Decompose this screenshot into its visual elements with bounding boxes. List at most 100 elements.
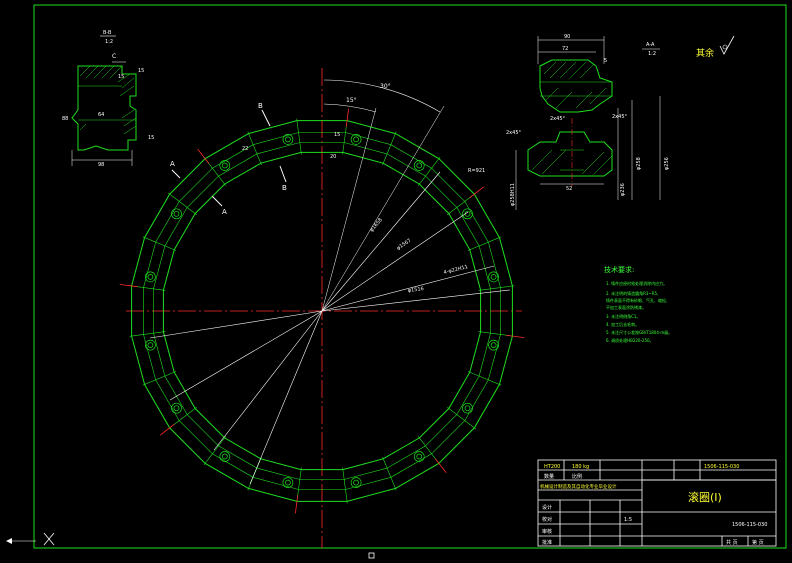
- segment-joint: [447, 406, 477, 430]
- ucs-axis-icon: [6, 532, 55, 546]
- segment-joint: [382, 131, 397, 166]
- bolt-hole: [416, 162, 423, 169]
- drawing-border: [33, 4, 787, 549]
- bb-dim-2: 15: [138, 68, 144, 74]
- segment-joint: [203, 436, 227, 466]
- tb-scale-label: 比例: [572, 473, 582, 480]
- dim-20: 20: [330, 154, 336, 160]
- section-marker-a-bottom: A: [222, 208, 227, 216]
- section-aa-upper-profile: [539, 59, 613, 113]
- bolt-hole: [171, 208, 182, 220]
- bb-dim-5: 98: [98, 162, 104, 168]
- bolt-hole: [221, 162, 228, 169]
- tech-item-1: 1. 铸件应经时效处理消除内应力。: [606, 280, 667, 286]
- joint-centerline: [506, 334, 525, 338]
- tb-school: 机械设计制造及其自动化专业毕业设计: [540, 483, 617, 490]
- segment-joint: [382, 456, 397, 491]
- bolt-hole: [488, 339, 499, 351]
- bolt-hole: [416, 453, 423, 460]
- joint-centerline: [119, 284, 138, 288]
- bolt-hole: [462, 208, 473, 220]
- bolt-hole: [221, 453, 228, 460]
- aa-dim-90: 90: [564, 34, 570, 40]
- aa-dim-phi236: φ236: [620, 183, 626, 196]
- tech-item-7: 5. 未注尺寸公差按GB/T1804-m级。: [606, 329, 672, 335]
- bolt-hole: [219, 160, 231, 171]
- section-aa-label: A-A: [646, 42, 655, 48]
- tb-drawing-no-2: 1506-115-030: [732, 522, 767, 528]
- section-bb-detail: B-B 1:2 C 15 15 64 88 98 15: [62, 30, 154, 168]
- bolt-hole: [282, 477, 294, 488]
- section-aa-upper-hatch: [543, 61, 607, 109]
- dim-15: 15: [334, 132, 340, 138]
- dim-r921: R=921: [468, 168, 485, 174]
- tech-item-2: 2. 未注明的铸造圆角R3~R5,: [606, 290, 658, 296]
- section-aa-scale: 1:2: [648, 51, 656, 57]
- segment-joint: [467, 371, 502, 386]
- bolt-hole: [488, 271, 499, 283]
- section-aa-lower-profile: [527, 131, 613, 177]
- tech-item-6: 4. 加工后去毛刺。: [606, 321, 639, 327]
- segment-joint: [417, 156, 441, 186]
- bolt-hole: [145, 339, 156, 351]
- aa-dim-72: 72: [562, 46, 568, 52]
- bolt-hole: [353, 136, 359, 143]
- bb-dim-1: 15: [118, 74, 124, 80]
- bolt-hole: [413, 160, 425, 171]
- technical-requirements: 技术要求: 1. 铸件应经时效处理消除内应力。 2. 未注明的铸造圆角R3~R5…: [604, 265, 672, 343]
- segment-joint: [167, 192, 197, 216]
- bolt-hole: [145, 271, 156, 283]
- main-ring-view: 30° 15° B B A A 15 20 22 R=921 φ1658 φ15…: [119, 68, 525, 548]
- aa-dim-phi256: φ256: [664, 157, 670, 170]
- segment-joint: [142, 236, 177, 251]
- section-aa-detail: A-A 1:2 90 72 5 2x45° 2x45°: [506, 34, 670, 210]
- aa-dim-5: 5: [604, 58, 607, 64]
- aa-dim-phi258: φ258: [636, 157, 642, 170]
- section-bb-profile: [71, 65, 137, 151]
- bolt-hole: [490, 274, 497, 280]
- segment-marks: [119, 108, 525, 514]
- tech-item-8: 6. 调质处理HB220-250。: [606, 337, 654, 343]
- segment-joint: [247, 131, 262, 166]
- tb-part-name: 滚圈(I): [688, 490, 722, 504]
- section-marker-b-top: B: [258, 102, 263, 110]
- tb-weight: 180 kg: [572, 464, 589, 470]
- bolt-hole: [219, 451, 231, 462]
- segment-joint: [467, 236, 502, 251]
- joint-centerline: [197, 148, 210, 164]
- angle-label-15: 15°: [346, 97, 357, 104]
- bolt-hole: [147, 342, 154, 348]
- bb-dim-4: 88: [62, 116, 68, 122]
- dim-4-phi22h11: 4-φ22H11: [443, 264, 468, 276]
- tb-material: HT200: [544, 464, 560, 470]
- section-bb-hatch: [79, 65, 137, 135]
- section-bb-label: B-B: [103, 30, 112, 36]
- surface-note-text: 其余: [696, 47, 714, 59]
- bottom-marker: [368, 552, 375, 559]
- segment-joint: [342, 467, 348, 504]
- dim-22: 22: [242, 146, 248, 152]
- tb-drawing-no: 1506-115-030: [704, 464, 739, 470]
- radial-dimension-lines: [149, 171, 511, 485]
- joint-centerline: [345, 108, 349, 127]
- bolt-hole: [462, 402, 473, 414]
- bolt-hole: [173, 210, 180, 217]
- segment-joint: [478, 285, 515, 291]
- tb-footer-sheet: 第 页: [752, 539, 764, 546]
- dim-phi1516: φ1516: [408, 286, 425, 294]
- angle-label-30: 30°: [380, 83, 391, 90]
- joint-centerline: [159, 423, 175, 436]
- bolt-hole: [413, 451, 425, 462]
- aa-dim-chamfer-2: 2x45°: [506, 130, 522, 136]
- section-bb-scale: 1:2: [105, 39, 113, 45]
- bolt-hole: [464, 405, 471, 412]
- segment-joint: [129, 331, 166, 337]
- tech-item-4: 不加工表面涂防锈漆。: [606, 304, 646, 310]
- aa-dim-chamfer-1: 2x45°: [612, 114, 628, 120]
- tb-row-design: 设计: [542, 504, 552, 511]
- angle-arc-30: [323, 79, 441, 113]
- tb-scale-value: 1:5: [624, 517, 632, 523]
- bolt-hole: [171, 402, 182, 414]
- section-bb-mark: C: [112, 53, 116, 60]
